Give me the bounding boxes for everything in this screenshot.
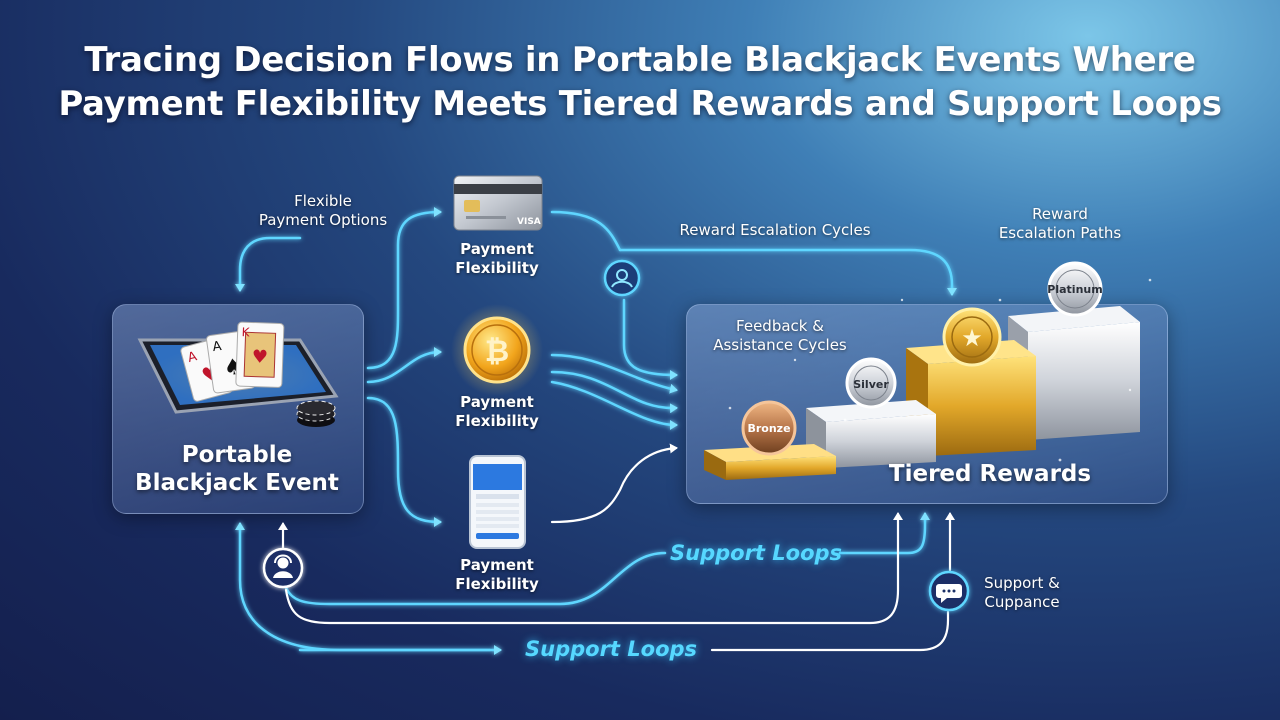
card-brand: VISA: [517, 217, 541, 227]
event-label-line-1: Portable: [181, 442, 293, 468]
bronze-medal: Bronze: [741, 400, 797, 456]
user-support-icon: [262, 547, 304, 589]
payment-label-bitcoin-line-1: Payment: [460, 393, 534, 411]
support-loops-lower-label: Support Loops: [525, 637, 698, 661]
reward-escalation-paths-line-1: Reward: [1032, 205, 1088, 223]
event-label-line-2: Blackjack Event: [135, 470, 339, 496]
payment-label-mobile-line-1: Payment: [460, 556, 534, 574]
silver-label: Silver: [853, 378, 889, 391]
mobile-wallet-icon: [469, 455, 526, 549]
svg-text:A: A: [212, 339, 223, 355]
reward-escalation-cycles-label: Reward Escalation Cycles: [679, 221, 871, 239]
platinum-label: Platinum: [1047, 283, 1102, 296]
poker-chips-icon: [296, 400, 336, 427]
reward-escalation-paths-label: Reward Escalation Paths: [990, 205, 1130, 243]
flow-lines: [235, 207, 957, 655]
svg-text:₿: ₿: [485, 334, 509, 369]
feedback-line-1: Feedback &: [736, 317, 824, 335]
flexible-payment-label: Flexible Payment Options: [248, 192, 398, 230]
event-label: Portable Blackjack Event: [112, 441, 362, 497]
gold-medal: ★: [942, 307, 1002, 367]
diagram-title: Tracing Decision Flows in Portable Black…: [0, 38, 1280, 126]
gold-star-icon: ★: [961, 324, 983, 352]
silver-medal: Silver: [845, 357, 897, 409]
payment-label-bitcoin-line-2: Flexibility: [455, 412, 539, 430]
title-line-2: Payment Flexibility Meets Tiered Rewards…: [58, 84, 1222, 124]
payment-label-mobile: Payment Flexibility: [437, 556, 557, 594]
bitcoin-icon: ₿: [451, 304, 543, 396]
support-loops-upper-label: Support Loops: [670, 541, 843, 565]
feedback-line-2: Assistance Cycles: [713, 336, 847, 354]
flexible-payment-line-1: Flexible: [294, 192, 352, 210]
reward-escalation-paths-line-2: Escalation Paths: [998, 224, 1122, 242]
platinum-medal: Platinum: [1047, 261, 1103, 317]
sparkles: [728, 278, 1152, 472]
svg-text:♥: ♥: [251, 347, 268, 369]
support-cuppance-line-1: Support &: [984, 574, 1060, 592]
flexible-payment-line-2: Payment Options: [258, 211, 388, 229]
tiered-rewards-label: Tiered Rewards: [888, 461, 1092, 487]
payment-label-card-line-2: Flexibility: [455, 259, 539, 277]
payment-label-card: Payment Flexibility: [437, 240, 557, 278]
feedback-assistance-label: Feedback & Assistance Cycles: [700, 317, 860, 355]
svg-text:K: K: [241, 325, 250, 339]
title-line-1: Tracing Decision Flows in Portable Black…: [84, 40, 1196, 80]
svg-text:A: A: [186, 349, 199, 366]
reward-cycle-icon: [603, 259, 641, 297]
playing-cards-icon: A ♥ A ♠ K ♥: [180, 321, 285, 402]
support-cuppance-line-2: Cuppance: [984, 593, 1060, 611]
payment-label-card-line-1: Payment: [460, 240, 534, 258]
payment-label-mobile-line-2: Flexibility: [455, 575, 539, 593]
credit-card-icon: VISA: [453, 175, 543, 231]
chat-support-icon: [928, 570, 970, 612]
bronze-label: Bronze: [747, 422, 790, 435]
payment-label-bitcoin: Payment Flexibility: [437, 393, 557, 431]
support-cuppance-label: Support & Cuppance: [972, 574, 1072, 612]
